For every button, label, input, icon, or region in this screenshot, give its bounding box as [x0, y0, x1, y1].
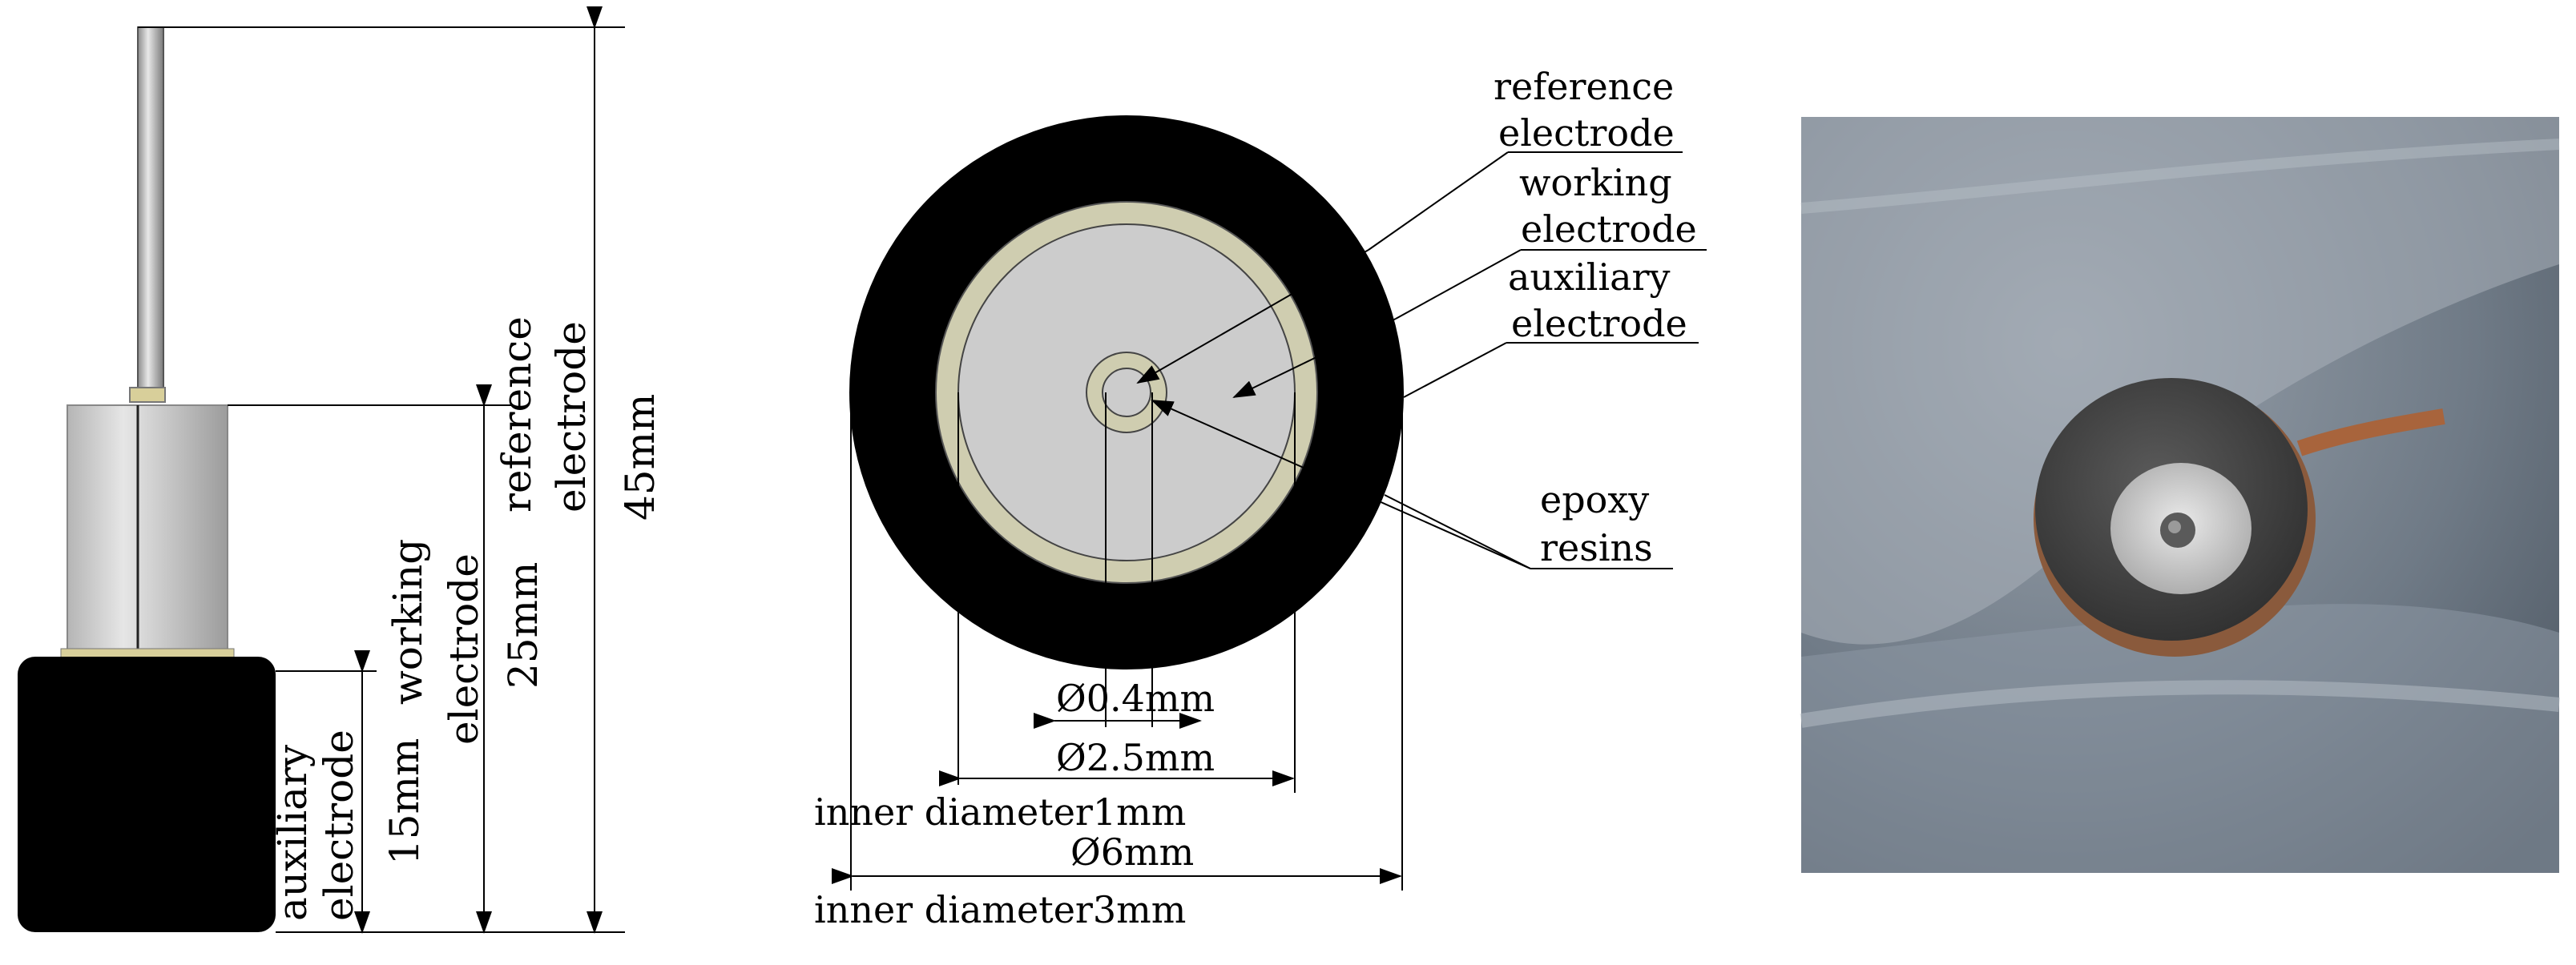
auxiliary-base — [18, 657, 276, 932]
reference-rod — [137, 26, 164, 390]
dim-d04: Ø0.4mm — [1056, 677, 1215, 720]
ref-dim-label: 45mm — [617, 394, 663, 521]
work-label-line1: working — [385, 539, 431, 705]
aux-dim-label: 15mm — [381, 738, 428, 865]
callout-working-2: electrode — [1521, 207, 1697, 251]
rod-collar — [129, 387, 166, 403]
dim-d25: Ø2.5mm — [1056, 736, 1215, 779]
callout-reference-2: electrode — [1498, 111, 1675, 155]
callout-epoxy-2: resins — [1540, 526, 1653, 569]
reference-electrode-face — [1102, 368, 1151, 417]
callout-working-1: working — [1519, 161, 1672, 204]
cross-section: reference electrode working electrode au… — [814, 65, 1707, 931]
callout-epoxy-1: epoxy — [1540, 478, 1649, 521]
side-view: auxiliary electrode 15mm working electro… — [18, 6, 663, 934]
working-cylinder — [67, 404, 228, 654]
aux-label-line1: auxiliary — [269, 744, 316, 921]
dim-inner3: inner diameter3mm — [814, 888, 1186, 931]
dim-d6: Ø6mm — [1070, 830, 1194, 874]
callout-auxiliary-2: electrode — [1511, 302, 1687, 345]
ref-label-line1: reference — [494, 316, 540, 513]
callout-auxiliary-1: auxiliary — [1508, 255, 1671, 299]
dim-inner1: inner diameter1mm — [814, 790, 1186, 834]
work-dim-label: 25mm — [500, 562, 546, 689]
aux-label-line2: electrode — [316, 730, 362, 921]
electrode-photo — [1800, 117, 2560, 873]
work-label-line2: electrode — [441, 553, 487, 745]
callout-reference-1: reference — [1494, 65, 1674, 108]
ref-label-line2: electrode — [548, 321, 595, 513]
